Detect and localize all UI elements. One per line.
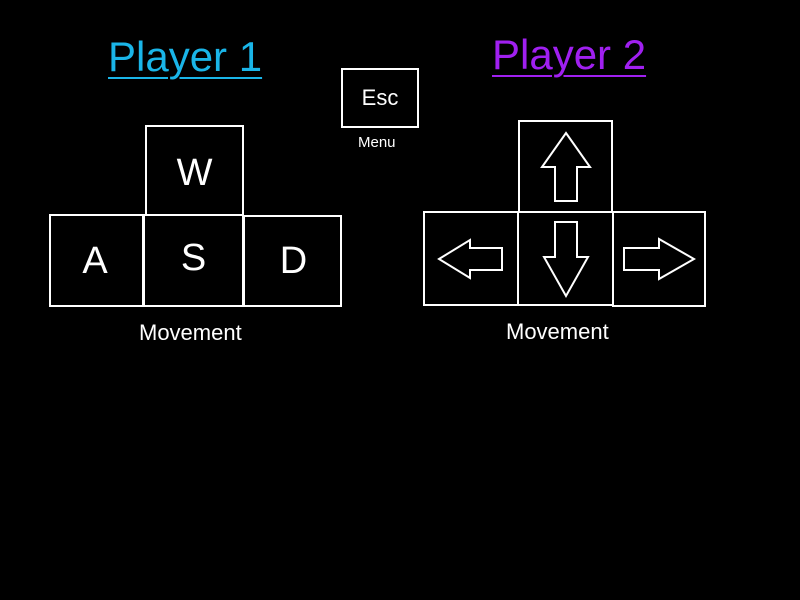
player2-movement-caption: Movement: [506, 319, 609, 344]
key-w[interactable]: W: [145, 125, 244, 216]
key-s-label: S: [180, 236, 207, 279]
menu-caption: Menu: [358, 134, 396, 151]
key-down-arrow[interactable]: [517, 211, 614, 306]
player2-title: Player 2: [492, 31, 647, 78]
player1-movement-caption: Movement: [139, 320, 242, 345]
key-d-label: D: [279, 240, 308, 282]
down-arrow-icon: [541, 220, 590, 298]
key-a-label: A: [82, 239, 108, 282]
key-a[interactable]: A: [49, 214, 144, 307]
key-right-arrow[interactable]: [612, 211, 706, 307]
key-up-arrow[interactable]: [518, 120, 613, 214]
key-d[interactable]: D: [243, 215, 342, 307]
key-w-label: W: [176, 152, 213, 194]
esc-menu-key[interactable]: Esc: [341, 68, 419, 128]
esc-key-label: Esc: [361, 85, 399, 110]
key-left-arrow[interactable]: [423, 211, 519, 306]
player1-title: Player 1: [108, 33, 263, 80]
left-arrow-icon: [437, 237, 503, 280]
key-s[interactable]: S: [143, 214, 244, 307]
right-arrow-icon: [623, 237, 697, 281]
up-arrow-icon: [539, 131, 592, 202]
